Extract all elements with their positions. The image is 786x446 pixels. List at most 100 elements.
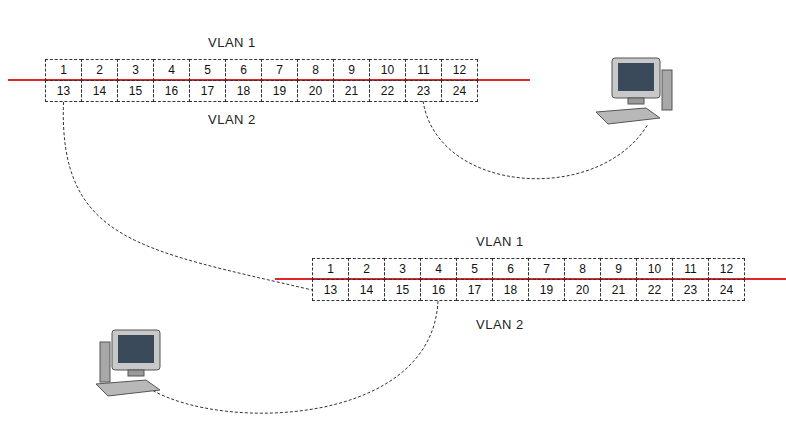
port-cell: 6 [492, 258, 529, 280]
port-cell: 1 [312, 258, 349, 280]
port-number: 20 [309, 85, 322, 97]
port-number: 22 [381, 85, 394, 97]
port-cell: 19 [528, 279, 565, 301]
port-number: 4 [435, 263, 442, 275]
port-cell: 14 [348, 279, 385, 301]
vlan-label: VLAN 1 [476, 234, 524, 249]
port-cell: 21 [333, 80, 370, 102]
port-cell: 13 [312, 279, 349, 301]
port-cell: 17 [456, 279, 493, 301]
port-cell: 2 [348, 258, 385, 280]
port-cell: 22 [369, 80, 406, 102]
port-number: 14 [360, 284, 373, 296]
port-cell: 13 [45, 80, 82, 102]
port-cell: 18 [225, 80, 262, 102]
port-number: 5 [204, 64, 211, 76]
port-number: 24 [453, 85, 466, 97]
port-number: 17 [468, 284, 481, 296]
port-cell: 16 [153, 80, 190, 102]
port-number: 20 [576, 284, 589, 296]
port-cell: 17 [189, 80, 226, 102]
port-cell: 16 [420, 279, 457, 301]
port-number: 12 [720, 263, 733, 275]
port-cell: 11 [672, 258, 709, 280]
port-cell: 22 [636, 279, 673, 301]
port-number: 3 [399, 263, 406, 275]
port-cell: 21 [600, 279, 637, 301]
port-number: 11 [684, 263, 696, 275]
port-number: 8 [579, 263, 586, 275]
port-cell: 14 [81, 80, 118, 102]
port-number: 4 [168, 64, 175, 76]
port-cell: 12 [708, 258, 745, 280]
port-cell: 11 [405, 59, 442, 81]
port-number: 2 [363, 263, 370, 275]
port-number: 15 [396, 284, 409, 296]
port-number: 18 [504, 284, 517, 296]
port-number: 13 [324, 284, 337, 296]
port-number: 1 [327, 263, 334, 275]
computer-icon [96, 330, 160, 396]
port-number: 7 [276, 64, 283, 76]
port-cell: 4 [420, 258, 457, 280]
port-cell: 24 [441, 80, 478, 102]
port-cell: 7 [261, 59, 298, 81]
port-number: 8 [312, 64, 319, 76]
port-cell: 5 [456, 258, 493, 280]
port-cell: 3 [117, 59, 154, 81]
port-cell: 24 [708, 279, 745, 301]
port-cell: 4 [153, 59, 190, 81]
port-number: 14 [93, 85, 106, 97]
port-number: 19 [540, 284, 553, 296]
port-number: 9 [348, 64, 355, 76]
port-cell: 18 [492, 279, 529, 301]
trunk-cable [63, 102, 312, 290]
port-cell: 8 [564, 258, 601, 280]
port-number: 3 [132, 64, 139, 76]
port-cell: 10 [636, 258, 673, 280]
port-number: 9 [615, 263, 622, 275]
port-cell: 23 [405, 80, 442, 102]
port-cell: 7 [528, 258, 565, 280]
port-number: 19 [273, 85, 286, 97]
vlan-label: VLAN 2 [476, 317, 524, 332]
port-cell: 1 [45, 59, 82, 81]
port-cell: 2 [81, 59, 118, 81]
port-number: 10 [381, 64, 394, 76]
port-number: 22 [648, 284, 661, 296]
port-number: 24 [720, 284, 733, 296]
port-cell: 15 [384, 279, 421, 301]
port-number: 16 [432, 284, 445, 296]
port-number: 17 [201, 85, 214, 97]
port-number: 23 [684, 284, 697, 296]
port-number: 6 [507, 263, 514, 275]
port-number: 21 [345, 85, 358, 97]
port-cell: 5 [189, 59, 226, 81]
port-number: 1 [60, 64, 67, 76]
port-number: 10 [648, 263, 661, 275]
port-cell: 3 [384, 258, 421, 280]
port-cell: 20 [297, 80, 334, 102]
port-number: 16 [165, 85, 178, 97]
port-cell: 15 [117, 80, 154, 102]
port-number: 7 [543, 263, 550, 275]
port-number: 6 [240, 64, 247, 76]
port-cell: 9 [600, 258, 637, 280]
port-cell: 9 [333, 59, 370, 81]
port-number: 12 [453, 64, 466, 76]
port-cell: 6 [225, 59, 262, 81]
port-cell: 19 [261, 80, 298, 102]
port-number: 21 [612, 284, 625, 296]
port-cell: 20 [564, 279, 601, 301]
port-number: 18 [237, 85, 250, 97]
port-cell: 23 [672, 279, 709, 301]
vlan-label: VLAN 2 [208, 112, 256, 127]
port-number: 2 [96, 64, 103, 76]
port-number: 13 [57, 85, 70, 97]
port-number: 23 [417, 85, 430, 97]
pc-cable [152, 301, 438, 413]
port-cell: 12 [441, 59, 478, 81]
port-number: 5 [471, 263, 478, 275]
port-cell: 8 [297, 59, 334, 81]
port-cell: 10 [369, 59, 406, 81]
